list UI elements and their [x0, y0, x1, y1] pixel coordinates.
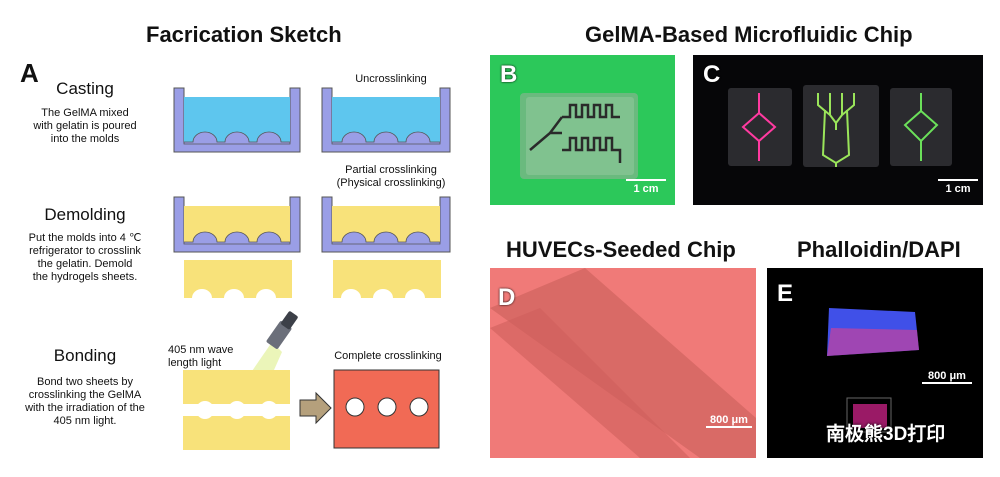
demolding-mold-2 [321, 196, 451, 253]
label-uncrosslinking: Uncrosslinking [355, 73, 427, 85]
step-casting-desc: The GelMA mixed with gelatin is poured i… [33, 107, 137, 145]
panel-e-photo: E 800 μm [767, 268, 983, 458]
scale-bar-b: 1 cm [626, 179, 666, 195]
demolded-sheet-2 [333, 260, 441, 298]
scale-bar-b-line [626, 179, 666, 181]
chip-b-image [520, 93, 638, 179]
scale-bar-d: 800 μm [706, 414, 752, 430]
panel-c-photo: C 1 cm [693, 55, 983, 205]
panel-d-photo: D 800 μm [490, 268, 756, 458]
huvec-title: HUVECs-Seeded Chip [506, 237, 736, 262]
complete-block [333, 369, 440, 449]
label-complete-crosslinking: Complete crosslinking [334, 350, 442, 362]
scale-bar-c: 1 cm [938, 179, 978, 195]
panel-e-letter: E [777, 280, 794, 307]
panel-b-letter: B [500, 61, 518, 88]
step-casting-title: Casting [56, 79, 114, 98]
label-light: 405 nm wave length light [168, 344, 234, 369]
fabrication-diagram [173, 87, 451, 450]
step-bonding-desc: Bond two sheets by crosslinking the GelM… [25, 376, 145, 427]
step-demolding-title: Demolding [44, 205, 126, 224]
phalloidin-title: Phalloidin/DAPI [797, 237, 961, 262]
step-demolding-desc: Put the molds into 4 ℃ refrigerator to c… [28, 232, 142, 283]
step-bonding-title: Bonding [53, 346, 117, 365]
phalloidin-image [827, 308, 919, 433]
scale-bar-c-line [938, 179, 978, 181]
bonded-sheet [183, 370, 290, 450]
scale-bar-d-line [706, 426, 752, 428]
chip-title: GelMA-Based Microfluidic Chip [585, 22, 913, 47]
demolding-mold-1 [173, 196, 301, 253]
panel-b-photo: B 1 cm [490, 55, 675, 205]
panel-d-letter: D [498, 284, 516, 311]
sketch-title: Facrication Sketch [146, 22, 342, 47]
chip-c-image [728, 85, 952, 167]
scale-bar-e: 800 μm [922, 370, 972, 386]
watermark: 南极熊3D打印 [826, 424, 946, 445]
label-partial-crosslinking: Partial crosslinking (Physical crosslink… [336, 164, 446, 189]
arrow-icon [299, 391, 332, 425]
huvec-image [490, 268, 756, 458]
panel-c-letter: C [703, 61, 721, 88]
casting-mold-1 [173, 87, 301, 153]
scale-bar-e-line [922, 382, 972, 384]
panel-letter-a: A [20, 58, 39, 88]
demolded-sheet-1 [184, 260, 292, 298]
casting-mold-2 [321, 87, 451, 153]
